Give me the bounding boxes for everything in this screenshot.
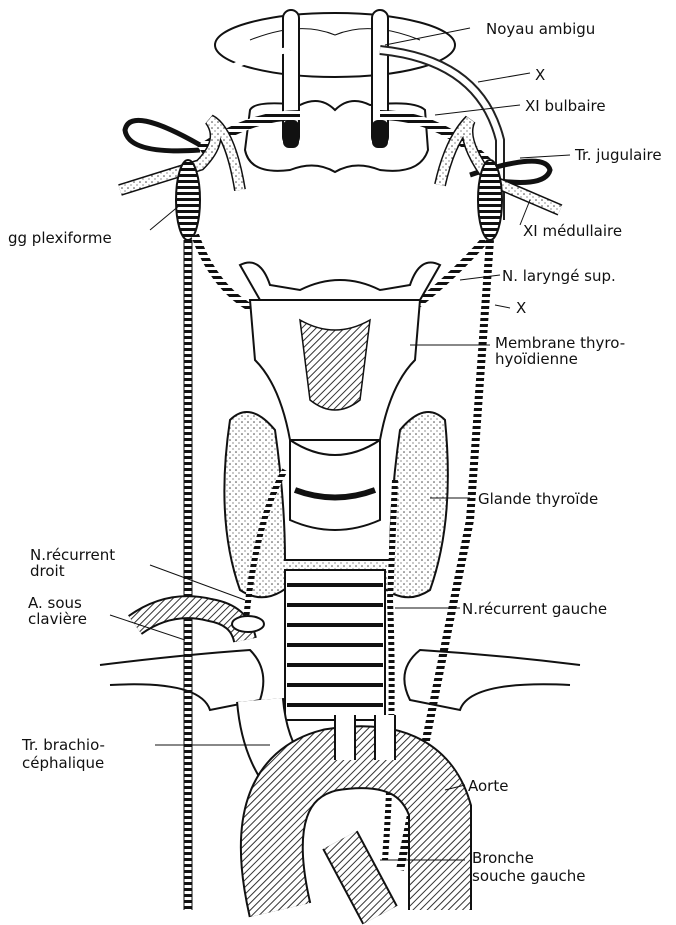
label-a-sous-claviere-line2: clavière (28, 610, 87, 628)
medulla-upper-slice (215, 13, 455, 77)
label-xi-medullaire: XI médullaire (523, 222, 622, 240)
left-main-bronchus (340, 840, 380, 915)
label-n-recurrent-droit-line2: droit (30, 562, 65, 580)
label-tr-brachio-line1: Tr. brachio- (21, 736, 105, 754)
trachea (285, 570, 385, 720)
label-n-larynge-sup: N. laryngé sup. (502, 267, 616, 285)
label-aorte: Aorte (468, 777, 508, 795)
vagus-trunk-right (184, 240, 192, 910)
label-tr-brachio-line2: céphalique (22, 754, 104, 772)
label-tr-jugulaire: Tr. jugulaire (574, 146, 662, 164)
plexiform-ganglion (176, 160, 502, 240)
label-glande-thyroide: Glande thyroïde (478, 490, 598, 508)
label-bronche-line2: souche gauche (472, 867, 585, 885)
label-xi-bulbaire: XI bulbaire (525, 97, 606, 115)
label-gg-plexiforme: gg plexiforme (8, 229, 112, 247)
label-noyau-ambigu: Noyau ambigu (486, 20, 595, 38)
label-n-recurrent-gauche: N.récurrent gauche (462, 600, 607, 618)
label-x-mid: X (516, 299, 526, 317)
label-x-top: X (535, 66, 545, 84)
label-bronche-line1: Bronche (472, 849, 534, 867)
label-membrane-line2: hyoïdienne (495, 350, 578, 368)
